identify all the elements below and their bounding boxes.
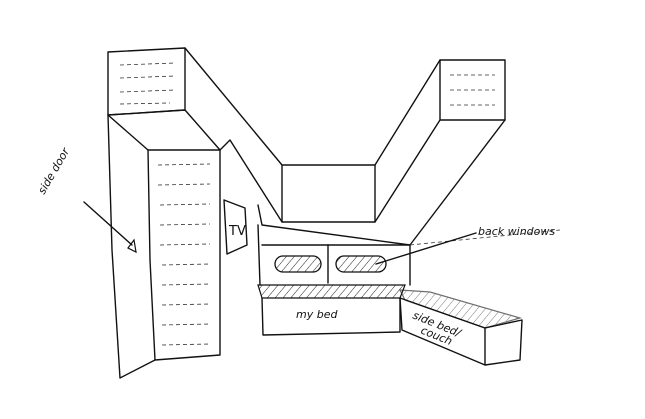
back-wall [257,204,561,286]
my-bed-label: my bed [296,308,338,321]
back-windows-label: back windows [478,225,555,238]
side-bed-couch: side bed/ couch [398,289,523,366]
back-windows-annotation: back windows [375,225,555,265]
side-door-panel [107,109,221,379]
upper-left-cabinet [107,47,186,116]
arrow-line [83,201,133,246]
my-bed: my bed [257,284,406,336]
back-window-left [274,255,322,273]
tv: TV [223,199,248,255]
side-door-label: side door [35,145,72,197]
tv-label: TV [228,224,246,239]
arrow-head-icon [127,238,137,254]
ceiling [184,47,506,246]
arrow-line [375,232,477,265]
back-window-right [335,255,387,273]
side-door-annotation: side door [35,145,137,254]
